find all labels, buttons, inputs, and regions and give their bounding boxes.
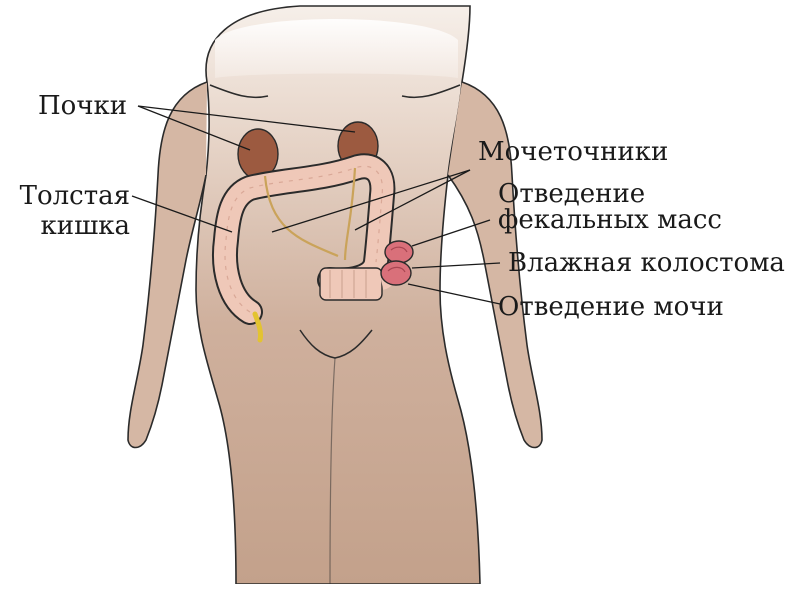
neck-shade xyxy=(215,19,458,78)
urinary-conduit xyxy=(320,268,382,300)
stoma-upper xyxy=(385,241,413,263)
label-kidneys: Почки xyxy=(38,91,127,121)
label-colon-line1: Толстая xyxy=(10,181,130,211)
label-ureters: Мочеточники xyxy=(478,137,668,167)
label-urinary-diversion: Отведение мочи xyxy=(498,292,724,322)
label-fecal-line2: фекальных масс xyxy=(498,205,722,235)
label-colon-line2: кишка xyxy=(10,211,130,241)
stoma-lower xyxy=(381,261,411,285)
left-arm xyxy=(128,82,207,448)
label-wet-colostomy: Влажная колостома xyxy=(508,248,785,278)
